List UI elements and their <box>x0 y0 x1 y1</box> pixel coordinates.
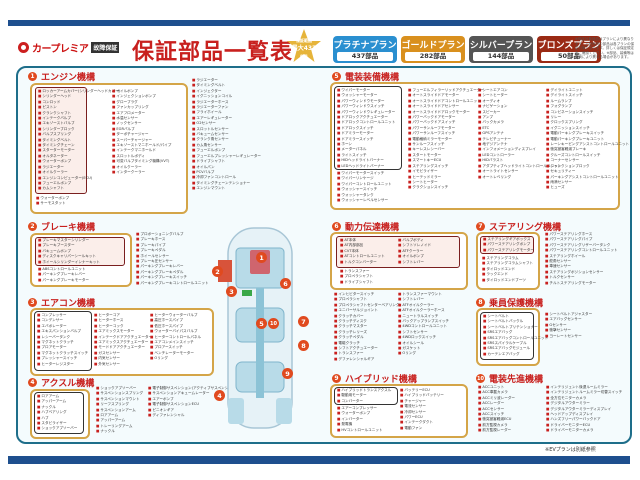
section-number: 1 <box>28 72 37 81</box>
section-title: 乗員保護機構 <box>489 299 544 309</box>
electrical-list-a: ワイパーモーターウォッシャーモーターパワーウィンドウモーターパワーウィンドウスイ… <box>337 88 395 169</box>
steering-list-c: パワーステアリングホースパワーステアリングパイプパワーステアリングリザーバータン… <box>545 232 617 286</box>
logo-text: カープレミア <box>32 44 89 55</box>
callout-1: 1 <box>256 252 267 263</box>
top-band <box>8 20 630 26</box>
section-title: 動力伝達機構 <box>345 223 400 233</box>
section-title: 電装先進機構 <box>489 375 544 385</box>
section-title: ブレーキ機構 <box>41 223 96 233</box>
callout-8: 8 <box>298 340 309 351</box>
drivetrain-list-a1: AT本体AT内部部品CVT本体ATコントロールユニットトルクコンバーター <box>340 238 384 265</box>
hybrid-list-c: バッテリーECUハイブリッドバッテリーチャージャー電流センサー冷却センサーパワー… <box>400 388 443 431</box>
engine-list-b: ウォーターポンプサーモスタット <box>36 196 69 207</box>
electrical-list-c: フューエルフィラーリッドアクチュエーターオートスライドドアモーターオートスライド… <box>408 88 484 191</box>
header: カープレミア 故障保証 保証部品一覧表 保証範囲 最大437 部品 プラチナプラ… <box>10 29 634 66</box>
brake-list-a: ブレーキマスターシリンダーブレーキブースターバキュームポンプディスクキャリパーシ… <box>38 238 100 265</box>
occupant-list-a: シートベルトシートベルトバックルシートベルトプリテンショナーSRSエアバッグSR… <box>483 314 548 357</box>
advanced-list-c: インテリジェント後退ルームミラーインテリジェントルームミラー切替スイッチ全方位モ… <box>546 385 622 434</box>
callout-10: 10 <box>268 318 279 329</box>
drivetrain-list-c: インヒビタースイッチプロペラシャフトプロペラシャフトセンターベアリングユニバーサ… <box>334 292 399 362</box>
hybrid-list-a: ハイブリッドトランスアクスル駆動用モーターコンバーター <box>337 388 391 404</box>
callout-6: 6 <box>280 278 291 289</box>
hybrid-list-b: エアーコンプレッサーウォーターポンプインバーター発電機HVコントロールユニット <box>337 406 382 433</box>
star-top: 保証範囲 <box>296 38 312 43</box>
page-title: 保証部品一覧表 <box>132 40 294 65</box>
callout-4: 4 <box>214 390 225 401</box>
aircon-list-c: ヒーターウォーターバルブ高圧ホースパイプ低圧ホースパイプウォーターバイパスバルブ… <box>150 313 201 362</box>
star-number: 最大437 <box>291 45 317 52</box>
axle-list-a: ロアアームアッパーアームナックルハブベアリングハブスタビライザーショックアブソー… <box>37 394 77 432</box>
brake-list-b: ABSコントロールユニットパーキングブレーキレバーパーキングブレーキモーター <box>38 267 89 283</box>
aircon-list-a: コンプレッサーコンデンサーエバポレーターエキスパンションバルブレシーバータンクマ… <box>37 313 88 367</box>
car-diagram: 1 2 3 4 5 6 7 8 9 10 <box>200 222 320 432</box>
logo-mark-icon <box>18 42 29 53</box>
axle-core-box <box>34 392 84 434</box>
drivetrain-list-a2: バルブボディシフトソレノイドATFクーラーオイルポンプシフトレバー <box>398 238 431 265</box>
engine-list-d: ラジエータータイミングベルトインジェクターイグニッションコイルラジエーターホース… <box>192 78 261 192</box>
engine-list-a: ロッカーアームカバー(シリンダーヘッドカバー)シリンダーヘッドコンロッドピストン… <box>38 89 120 192</box>
aircon-list-b: ヒーターコアヒーターホースヒーターコックエアミックスモーターインテークドアアクチ… <box>94 313 152 367</box>
drivetrain-list-b: トランスファープロペラシャフトドライブシャフト <box>340 269 373 285</box>
advanced-list-a: ACCユニットACC車載カメラACCミリ波レーダーACCレーダーACCセンサーA… <box>478 385 515 434</box>
section-title: ハイブリッド機構 <box>345 375 417 385</box>
callout-2: 2 <box>212 266 223 277</box>
plan-note: ※保証対象部品はプランにより異なります。上記枠内の部品は各プランの保証対象となり… <box>575 37 635 59</box>
star-icon <box>287 29 321 62</box>
electrical-list-b: ワイパーモータースイッチワイパーリンケージワイパーコントロールユニットウォッシャ… <box>337 171 391 203</box>
aircon-core-box <box>34 311 92 371</box>
electrical-list-e: デイライトユニットデイライトスイッチルームランプフォグランプコンビネーションスイ… <box>546 88 629 191</box>
star-badge: 保証範囲 最大437 部品 <box>286 28 322 64</box>
bottom-band <box>8 456 630 464</box>
section-title: アクスル機構 <box>41 379 95 389</box>
brand-logo: カープレミア 故障保証 <box>18 40 120 55</box>
electrical-list-d: シートエアコンシートヒーターオーディオナビゲーションスピーカーアンプバックカメラ… <box>478 88 561 180</box>
occupant-list-c: シートベルトアジャスターエアバッグセンサーGセンサー衝撃センサーヨーレートセンサ… <box>545 312 592 339</box>
section-title: 電装装備機構 <box>345 73 400 83</box>
section-title: ステアリング機構 <box>489 223 562 233</box>
electrical-core-box <box>334 86 402 170</box>
section-title: エアコン機構 <box>41 299 96 309</box>
section-engine: 1 エンジン機構 <box>28 70 95 83</box>
callout-9: 9 <box>282 368 293 379</box>
footnote: ※EVプランは別紙参照 <box>545 447 596 453</box>
steering-list-a: ステアリングギアボックスパワーステアリングポンプパワーステアリングモーター <box>483 237 534 253</box>
section-title: エンジン機構 <box>41 73 96 83</box>
callout-5: 5 <box>256 318 267 329</box>
logo-badge: 故障保証 <box>91 42 120 53</box>
axle-list-b: ショックアブソーバーサスペンションスプリングサスペンションマウントリーフスプリン… <box>96 386 143 435</box>
steering-list-b: ステアリングコラムステアリングコラムシャフトタイロッドエンドラックエンドタイロッ… <box>482 256 533 283</box>
star-bottom: 部品 <box>300 54 308 59</box>
drivetrain-list-d: トランスファーマウントシフトレバーATFオイルクーラーATFオイルクーラーホース… <box>398 292 449 357</box>
axle-list-c: 電子制御サスペンション(アクティブサスペンション)サスペンションアキュームレータ… <box>148 386 236 418</box>
engine-list-c: オイルポンプインジェクションポンプグロープラグファンカップリングエアフロメーター… <box>112 89 171 176</box>
brake-list-c: プロポーショニングバルブブレーキホースブレーキパイプブレーキペダルホイールセンサ… <box>136 232 208 286</box>
callout-3: 3 <box>226 286 237 297</box>
callout-7: 7 <box>298 316 309 327</box>
